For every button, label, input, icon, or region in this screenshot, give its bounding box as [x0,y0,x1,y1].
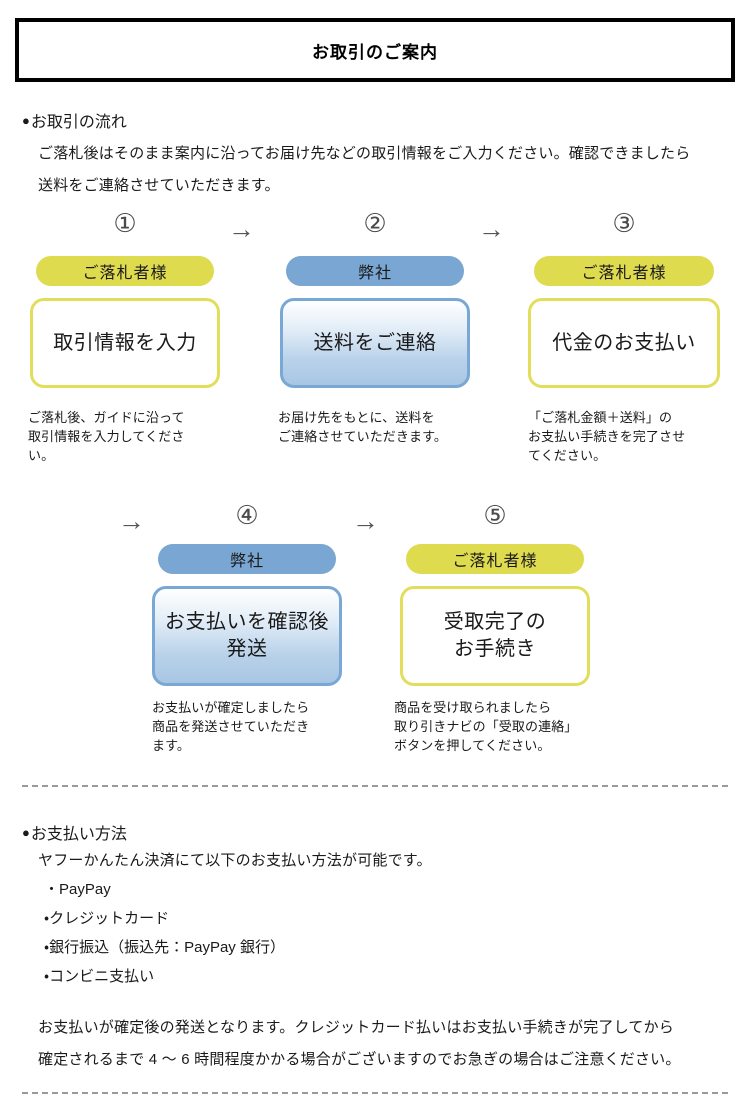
payment-method-item: ・銀行振込（振込先：PayPay 銀行） [44,939,285,956]
flow-arrow-1: → [228,214,255,244]
step-1-caption-line-1: ご落札後、ガイドに沿って [28,410,185,425]
payment-intro: ヤフーかんたん決済にて以下のお支払い方法が可能です。 [38,852,432,869]
flow-intro-line-2: 送料をご連絡させていただきます。 [38,177,280,194]
step-3-caption-line-1: 「ご落札金額＋送料」の [528,410,673,425]
bullet-icon: ● [22,113,30,128]
flow-step-2: ② 弊社 送料をご連絡 [280,208,470,388]
payment-section-heading-label: お支払い方法 [30,826,127,843]
step-5-number: ⑤ [483,500,507,530]
flow-section-heading: ●お取引の流れ [22,108,127,132]
flow-step-1: ① ご落札者様 取引情報を入力 [30,208,220,388]
step-5-caption-line-2: 取り引きナビの「受取の連絡」 [394,719,578,734]
divider-bottom [22,1092,728,1094]
payment-method-item: ・クレジットカード [44,910,170,927]
step-3-action-card: 代金のお支払い [528,298,720,388]
flow-intro-line-1: ご落札後はそのまま案内に沿ってお届け先などの取引情報をご入力ください。確認できま… [38,145,691,162]
payment-note-line-2: 確定されるまで 4 〜 6 時間程度かかる場合がございますのでお急ぎの場合はご注… [38,1051,681,1068]
step-4-action-line-1: お支払いを確認後 [165,611,329,633]
step-1-role-pill: ご落札者様 [36,256,214,286]
payment-method-item: ・コンビニ支払い [44,968,155,985]
step-1-caption-line-3: い。 [28,448,55,463]
bullet-icon: ● [22,825,30,840]
step-2-action-card: 送料をご連絡 [280,298,470,388]
page-title: お取引のご案内 [312,42,438,62]
step-5-caption-line-1: 商品を受け取られましたら [394,700,552,715]
step-1-caption: ご落札後、ガイドに沿って 取引情報を入力してくださ い。 [28,408,228,465]
step-3-number: ③ [612,208,636,238]
step-4-caption-line-1: お支払いが確定しましたら [152,700,310,715]
step-5-caption-line-3: ボタンを押してください。 [394,738,551,753]
step-4-caption-line-3: ます。 [152,738,191,753]
step-5-action-card: 受取完了の お手続き [400,586,590,686]
step-4-caption: お支払いが確定しましたら 商品を発送させていただき ます。 [152,698,352,755]
step-4-number: ④ [235,500,259,530]
step-1-action-card: 取引情報を入力 [30,298,220,388]
step-1-number: ① [113,208,137,238]
step-4-action-line-2: 発送 [226,638,268,660]
step-4-caption-line-2: 商品を発送させていただき [152,719,310,734]
flow-arrow-2: → [478,214,505,244]
step-5-action-line-1: 受取完了の [443,611,547,633]
step-2-number: ② [363,208,387,238]
page-title-banner: お取引のご案内 [15,18,735,82]
divider-top [22,785,728,787]
step-2-role-pill: 弊社 [286,256,464,286]
flow-arrow-3: → [118,506,145,536]
step-3-caption-line-3: てください。 [528,448,607,463]
step-5-role-pill: ご落札者様 [406,544,584,574]
payment-method-item: ・PayPay [44,881,111,898]
flow-section-heading-label: お取引の流れ [30,114,127,131]
step-2-caption-line-1: お届け先をもとに、送料を [278,410,435,425]
step-3-caption: 「ご落札金額＋送料」の お支払い手続きを完了させ てください。 [528,408,733,465]
step-2-caption-line-2: ご連絡させていただきます。 [278,429,448,444]
flow-step-5: ⑤ ご落札者様 受取完了の お手続き [400,502,590,697]
payment-note-line-1: お支払いが確定後の発送となります。クレジットカード払いはお支払い手続きが完了して… [38,1019,675,1036]
flow-step-3: ③ ご落札者様 代金のお支払い [528,208,720,388]
flow-step-4: ④ 弊社 お支払いを確認後 発送 [152,502,342,697]
payment-section-heading: ●お支払い方法 [22,820,127,844]
step-1-caption-line-2: 取引情報を入力してくださ [28,429,185,444]
step-2-caption: お届け先をもとに、送料を ご連絡させていただきます。 [278,408,488,446]
step-4-action-card: お支払いを確認後 発送 [152,586,342,686]
step-4-role-pill: 弊社 [158,544,336,574]
step-3-caption-line-2: お支払い手続きを完了させ [528,429,686,444]
step-5-caption: 商品を受け取られましたら 取り引きナビの「受取の連絡」 ボタンを押してください。 [394,698,634,755]
flow-arrow-4: → [352,506,379,536]
step-3-role-pill: ご落札者様 [534,256,714,286]
step-5-action-line-2: お手続き [454,638,536,660]
